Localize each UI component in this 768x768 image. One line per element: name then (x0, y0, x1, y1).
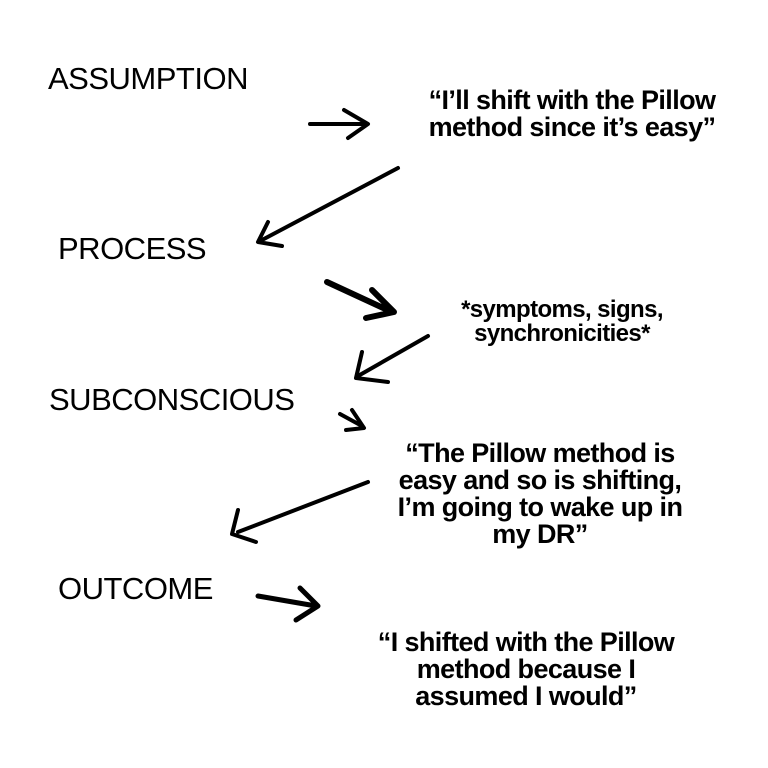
quote-line: *symptoms, signs, (461, 296, 663, 323)
quote-line: my DR” (492, 519, 588, 549)
arrow-subconscious-to-quote (338, 408, 366, 432)
quote-line: method since it’s easy” (428, 112, 716, 142)
quote-line: method because I (416, 654, 636, 684)
symptoms-note: *symptoms, signs, synchronicities* (461, 298, 663, 346)
arrow-process-to-symptoms (324, 279, 397, 321)
quote-line: “I’ll shift with the Pillow (428, 85, 716, 115)
stage-outcome-label: OUTCOME (58, 571, 213, 606)
arrow-outcome-to-quote (255, 585, 321, 623)
stage-subconscious-label: SUBCONSCIOUS (49, 382, 295, 417)
arrow-assumption-to-quote (308, 108, 370, 140)
arrow-quote-to-outcome (230, 480, 370, 544)
quote-line: “I shifted with the Pillow (377, 627, 675, 657)
quote-line: “The Pillow method is (405, 438, 675, 468)
arrow-symptoms-to-subconscious (354, 334, 430, 384)
assumption-quote: “I’ll shift with the Pillow method since… (429, 87, 716, 141)
stage-assumption-label: ASSUMPTION (48, 61, 248, 96)
outcome-quote: “I shifted with the Pillow method becaus… (377, 627, 675, 711)
arrow-quote-to-process (256, 166, 400, 248)
quote-line: easy and so is shifting, (398, 465, 682, 495)
quote-line: I’m going to wake up in (397, 492, 683, 522)
quote-line: assumed I would” (415, 681, 637, 711)
stage-process-label: PROCESS (58, 231, 207, 266)
quote-line: synchronicities* (474, 320, 650, 347)
subconscious-quote: “The Pillow method is easy and so is shi… (398, 440, 683, 548)
